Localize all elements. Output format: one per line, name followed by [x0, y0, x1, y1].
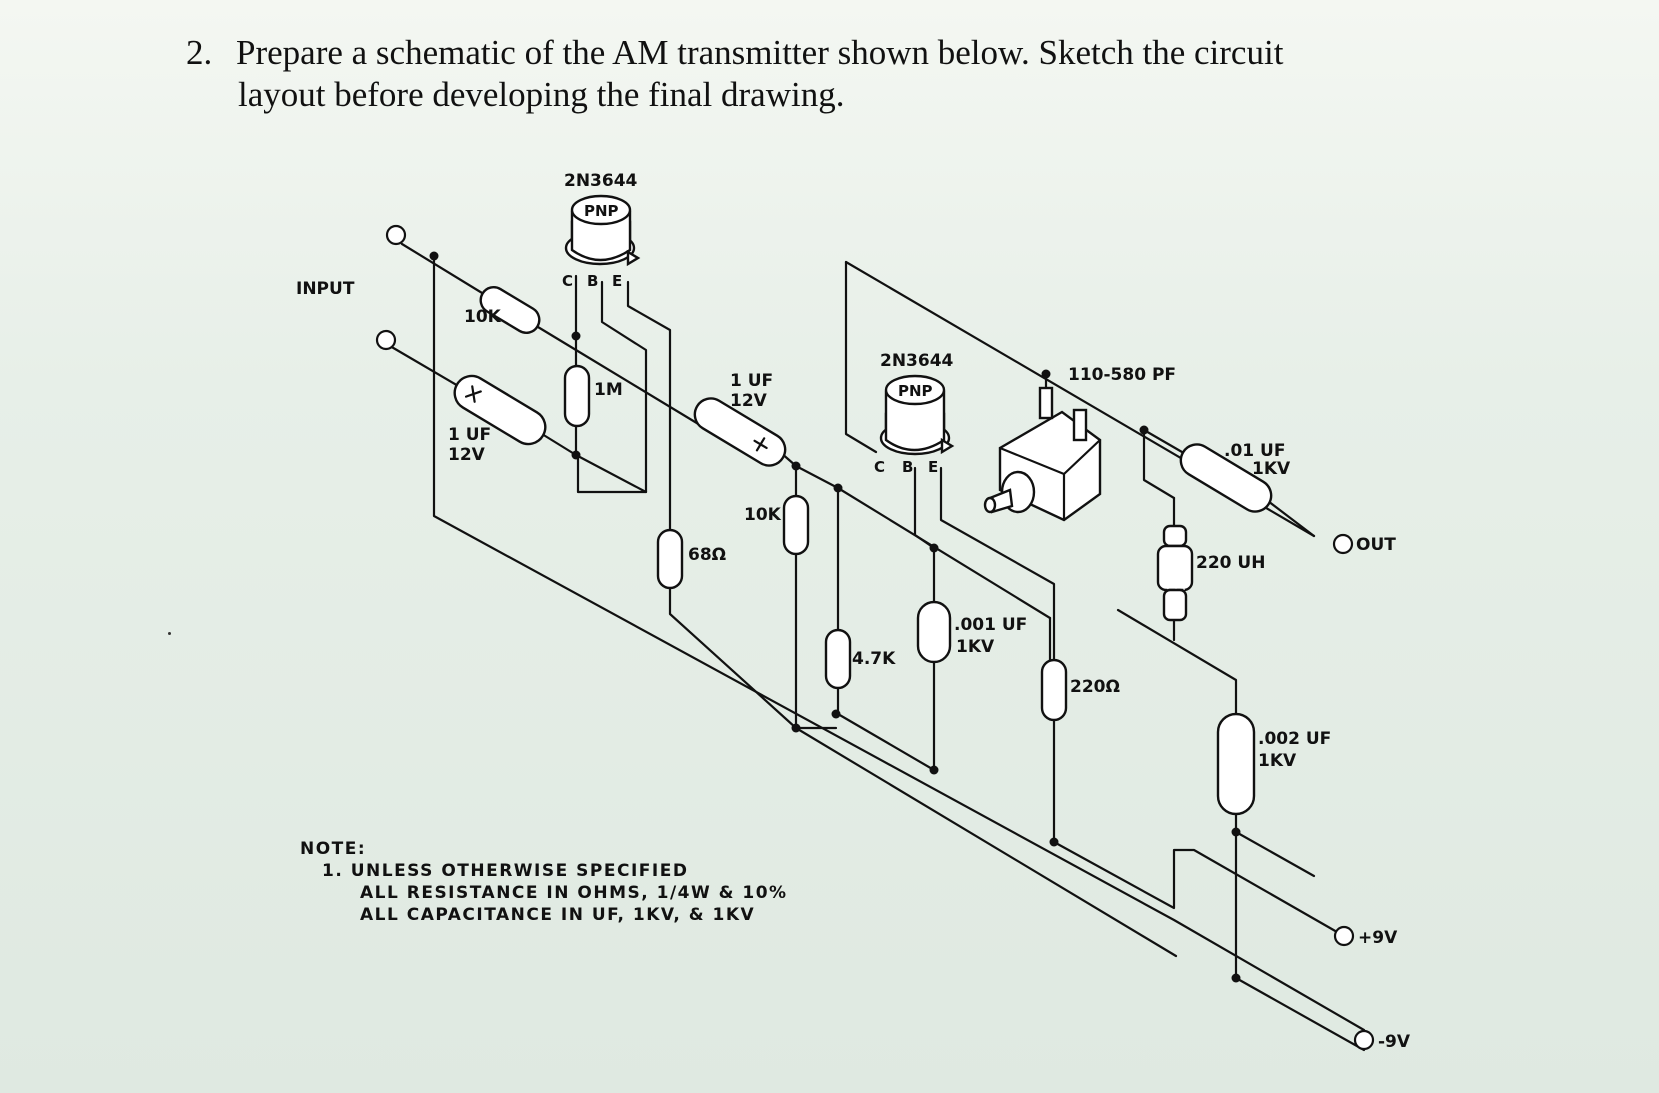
resistor-1m — [563, 364, 591, 428]
label-r-1m: 1M — [594, 380, 623, 400]
label-c-1uf-b-voltage: 12V — [730, 391, 768, 411]
components — [453, 194, 1273, 816]
transistor-q2 — [879, 374, 955, 456]
label-c-001: .001 UF — [954, 615, 1027, 635]
label-plus9: +9V — [1358, 928, 1398, 948]
note-block: NOTE: 1. UNLESS OTHERWISE SPECIFIED ALL … — [300, 838, 788, 926]
wires — [388, 242, 1366, 1052]
question-line-1: Prepare a schematic of the AM transmitte… — [236, 33, 1284, 72]
label-q1-c: C — [562, 272, 573, 290]
labels: INPUT 10K 1 UF 12V 1M 2N3644 PNP C B E 1… — [296, 171, 1411, 1052]
label-q1-e: E — [612, 272, 622, 290]
input-terminal-top[interactable] — [385, 224, 407, 246]
note-line-1: 1. UNLESS OTHERWISE SPECIFIED — [322, 861, 689, 881]
terminals — [375, 224, 1375, 1051]
input-terminal-bottom[interactable] — [375, 329, 397, 351]
note-line-3: ALL CAPACITANCE IN UF, 1KV, & 1KV — [360, 905, 756, 925]
label-out: OUT — [1356, 535, 1396, 555]
label-r-68: 68Ω — [688, 545, 726, 565]
label-r-4k7: 4.7K — [852, 649, 896, 669]
capacitor-001 — [916, 600, 952, 664]
label-q1-part: 2N3644 — [564, 171, 638, 191]
label-c-1uf-b: 1 UF — [730, 371, 773, 391]
label-c-002-voltage: 1KV — [1258, 751, 1297, 771]
plus9-terminal[interactable] — [1333, 925, 1355, 947]
label-c-002: .002 UF — [1258, 729, 1331, 749]
out-terminal[interactable] — [1332, 533, 1354, 555]
variable-capacitor — [983, 386, 1102, 522]
capacitor-1uf-b — [693, 397, 787, 467]
label-q2-part: 2N3644 — [880, 351, 954, 371]
capacitor-01 — [1179, 443, 1273, 513]
label-r-10k-b: 10K — [744, 505, 782, 525]
resistor-68 — [656, 528, 684, 590]
label-c-01: .01 UF — [1224, 441, 1285, 461]
label-l-220uh: 220 UH — [1196, 553, 1265, 573]
label-r-10k-a: 10K — [464, 307, 502, 327]
label-c-1uf-a-voltage: 12V — [448, 445, 486, 465]
minus9-terminal[interactable] — [1353, 1029, 1375, 1051]
question-line-2: layout before developing the final drawi… — [238, 75, 845, 114]
label-r-220: 220Ω — [1070, 677, 1120, 697]
label-c-01-voltage: 1KV — [1252, 459, 1291, 479]
label-c-001-voltage: 1KV — [956, 637, 995, 657]
resistor-10k-b — [782, 494, 810, 556]
capacitor-002 — [1216, 712, 1256, 816]
resistor-4k7 — [824, 628, 852, 690]
capacitor-1uf-a — [453, 374, 547, 446]
resistor-220 — [1040, 658, 1068, 722]
transistor-q1 — [564, 194, 641, 267]
label-q2-type: PNP — [898, 382, 933, 400]
note-title: NOTE: — [300, 839, 367, 859]
note-line-2: ALL RESISTANCE IN OHMS, 1/4W & 10% — [360, 883, 788, 903]
question-number: 2. — [186, 33, 213, 72]
label-minus9: -9V — [1378, 1032, 1411, 1052]
label-c-1uf-a: 1 UF — [448, 425, 491, 445]
question-text: 2. Prepare a schematic of the AM transmit… — [186, 32, 1486, 116]
label-q1-type: PNP — [584, 202, 619, 220]
inductor-220uh — [1156, 524, 1194, 622]
resistor-10k-a — [479, 286, 541, 334]
label-var-cap: 110-580 PF — [1068, 365, 1176, 385]
label-q2-e: E — [928, 458, 938, 476]
label-input: INPUT — [296, 279, 355, 299]
junction-dots — [429, 251, 1241, 983]
label-q1-b: B — [587, 272, 598, 290]
stray-mark — [168, 632, 171, 635]
label-q2-c: C — [874, 458, 885, 476]
label-q2-b: B — [902, 458, 913, 476]
